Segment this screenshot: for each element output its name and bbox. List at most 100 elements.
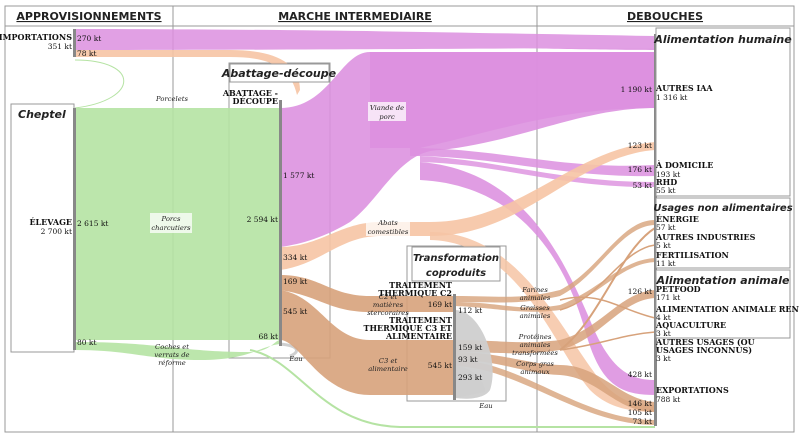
label-corps-2: animaux — [520, 368, 549, 376]
label-farines-1: Farines — [521, 286, 548, 294]
value-ele-2615: 2 615 kt — [77, 219, 108, 228]
value-imp-78: 78 kt — [77, 49, 97, 58]
label-viande-2: porc — [379, 113, 395, 121]
alimentation-humaine-box — [655, 27, 791, 197]
flow-viande-exportations — [420, 162, 655, 395]
label-porcs-1: Porcs — [161, 215, 181, 223]
flow-porcelets — [74, 59, 125, 109]
node-energie: ÉNERGIE — [656, 214, 699, 224]
node-elevage-value: 2 700 kt — [41, 227, 72, 236]
node-tt-c3-3: ALIMENTAIRE — [385, 331, 452, 341]
value-deb-176: 176 kt — [628, 165, 652, 174]
transformation-title-2: coproduits — [426, 268, 486, 279]
value-c2-112: 112 kt — [458, 306, 482, 315]
value-deb-126: 126 kt — [628, 287, 652, 296]
node-autres-industries: AUTRES INDUSTRIES — [655, 232, 756, 242]
flow-coches — [75, 340, 280, 360]
label-graisses-2: animales — [520, 312, 551, 320]
node-autres-usages-value: 3 kt — [656, 354, 671, 363]
node-elevage: ÉLEVAGE — [29, 217, 72, 227]
debouches-labels: AUTRES IAA 1 316 kt À DOMICILE 193 kt RH… — [655, 83, 799, 404]
value-c3-545: 545 kt — [428, 361, 452, 370]
value-deb-428: 428 kt — [628, 370, 652, 379]
node-autres-industries-value: 5 kt — [656, 241, 671, 250]
flow-c3-alimentaire — [280, 290, 455, 395]
node-alimentation-animale-rente: ALIMENTATION ANIMALE RENTE — [655, 304, 799, 314]
flow-viande-domicile — [410, 148, 655, 177]
value-deb-123: 123 kt — [628, 141, 652, 150]
sankey-flows — [74, 29, 656, 428]
label-c2m-3: stercoraires — [367, 309, 409, 317]
node-tt-c2-1: TRAITEMENT — [389, 280, 452, 290]
value-aba-169: 169 kt — [283, 277, 307, 286]
node-autres-iaa-value: 1 316 kt — [656, 93, 687, 102]
label-proteines-1: Protéines — [518, 333, 552, 341]
flow-viande-rhd — [420, 156, 655, 188]
label-c3a-2: alimentaire — [368, 365, 407, 373]
value-deb-146: 146 kt — [628, 399, 652, 408]
value-c3-159: 159 kt — [458, 343, 482, 352]
node-petfood: PETFOOD — [656, 284, 701, 294]
node-domicile-value: 193 kt — [656, 170, 680, 179]
alimentation-animale-box — [655, 269, 791, 339]
node-abattage-1: ABATTAGE - — [222, 88, 278, 98]
transformation-title-1: Transformation — [413, 253, 499, 264]
label-eau-1: Eau — [288, 355, 302, 363]
node-exportations-value: 788 kt — [656, 395, 680, 404]
flow-values: 270 kt 78 kt 2 615 kt 80 kt 2 594 kt 68 … — [77, 34, 652, 426]
alimentation-animale-title: Alimentation animale — [656, 274, 790, 287]
label-coches-3: réforme — [158, 359, 186, 367]
node-rhd: RHD — [656, 177, 677, 187]
value-aba-68: 68 kt — [259, 332, 279, 341]
flow-eau-abattage — [249, 349, 655, 428]
flow-graisses-animales — [455, 258, 655, 312]
debouches-column — [536, 5, 795, 433]
flow-abats-comestibles — [280, 142, 655, 270]
header-approvisionnements: APPROVISIONNEMENTS — [16, 10, 161, 23]
value-c2-169: 169 kt — [428, 300, 452, 309]
label-corps-1: Corps gras — [516, 360, 554, 368]
value-c3-293: 293 kt — [458, 373, 482, 382]
label-abats-2: comestibles — [368, 228, 409, 236]
value-deb-73: 73 kt — [633, 417, 653, 426]
label-porcs-2: charcutiers — [151, 224, 191, 232]
value-aba-2594: 2 594 kt — [247, 215, 278, 224]
node-rhd-value: 55 kt — [656, 186, 676, 195]
usages-non-alimentaires-box — [655, 197, 791, 269]
flow-farines-animales — [455, 220, 655, 303]
node-autres-usages-2: USAGES INCONNUS) — [656, 345, 752, 355]
node-energie-value: 57 kt — [656, 223, 676, 232]
value-deb-105: 105 kt — [628, 408, 652, 417]
label-c3a-1: C3 et — [379, 357, 398, 365]
node-aquaculture-value: 3 kt — [656, 329, 671, 338]
flow-importations-abattage — [75, 50, 300, 95]
header-marche-intermediaire: MARCHE INTERMEDIAIRE — [278, 10, 432, 23]
label-proteines-2: animales — [520, 341, 551, 349]
label-coches-1: Coches et — [155, 343, 189, 351]
cheptel-title: Cheptel — [18, 108, 66, 121]
label-proteines-3: transformées — [512, 349, 558, 357]
label-eau-2: Eau — [478, 402, 492, 410]
transformation-box — [406, 245, 507, 402]
label-abats-1: Abats — [377, 219, 398, 227]
node-autres-iaa: AUTRES IAA — [655, 83, 713, 93]
node-fertilisation: FERTILISATION — [656, 250, 729, 260]
value-aba-1577: 1 577 kt — [283, 171, 314, 180]
node-abattage-2: DÉCOUPE — [233, 96, 278, 106]
label-c2m-1: C2 et — [379, 293, 398, 301]
value-imp-270: 270 kt — [77, 34, 101, 43]
node-aquaculture: AQUACULTURE — [655, 320, 726, 330]
label-graisses-1: Graisses — [520, 304, 550, 312]
node-autres-usages-1: AUTRES USAGES (OU — [655, 337, 755, 347]
node-domicile: À DOMICILE — [655, 160, 713, 170]
label-farines-2: animales — [520, 294, 551, 302]
value-aba-334: 334 kt — [283, 253, 307, 262]
label-c2m-2: matières — [373, 301, 404, 309]
value-c3-93: 93 kt — [458, 355, 478, 364]
flow-importations-autres-iaa — [75, 29, 655, 50]
abattage-title: Abattage-découpe — [221, 67, 337, 80]
value-ele-80: 80 kt — [77, 338, 97, 347]
node-tt-c3-1: TRAITEMENT — [389, 315, 452, 325]
value-deb-1190: 1 190 kt — [621, 85, 652, 94]
